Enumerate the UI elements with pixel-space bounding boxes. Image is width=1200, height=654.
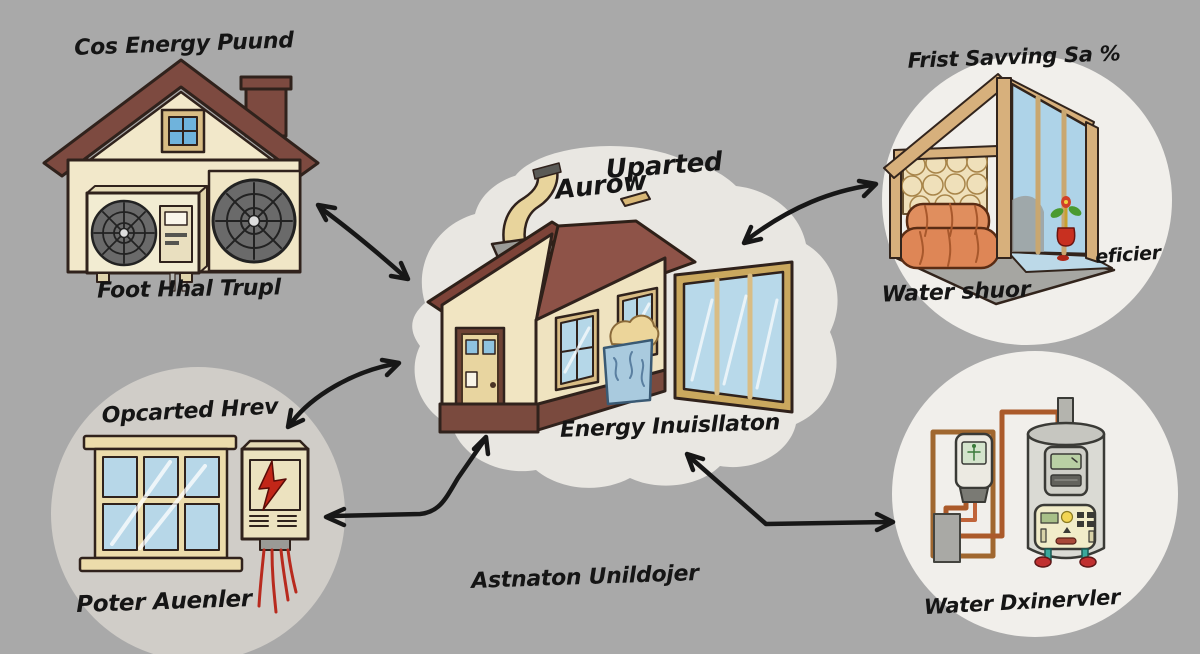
detached-window-panel	[673, 260, 794, 414]
house-with-insulation-bag-and-detached-window	[426, 162, 794, 434]
water-heater-tank	[1026, 397, 1106, 568]
window	[78, 434, 244, 573]
heat-pump-unit	[85, 185, 208, 292]
arrow-house-to-bottom-right-bent	[684, 451, 896, 533]
wall-fan-unit	[207, 169, 302, 273]
house-with-heat-pump-units	[42, 58, 320, 292]
tank-feet	[1034, 548, 1097, 568]
tankless-unit	[954, 432, 994, 503]
label-eficier: eficier	[1094, 241, 1162, 269]
roof-duct	[502, 162, 562, 254]
arrow-center-to-top-right	[741, 178, 879, 246]
arrow-bottom-left-curved	[285, 357, 402, 430]
gray-box	[933, 513, 961, 563]
panel-wires	[257, 548, 298, 614]
attic-insulation-cutaway	[883, 73, 1116, 306]
gable-window	[160, 108, 206, 154]
window-and-electrical-panel	[78, 434, 310, 614]
side-window-1	[554, 308, 600, 392]
insulation-rolls	[897, 202, 1001, 270]
pipe-frame	[930, 429, 996, 559]
tank-upper-panel	[1043, 445, 1089, 497]
lightning-bolt-icon	[258, 460, 287, 511]
water-heater-and-pipes	[930, 397, 1106, 568]
arrow-panel-to-house-bent	[323, 434, 491, 528]
arrow-top-left-to-center	[315, 202, 411, 282]
roof-shingle-piece	[620, 191, 651, 207]
tank-lower-panel	[1033, 503, 1097, 551]
insulation-bag	[602, 314, 660, 406]
potted-plant	[1050, 196, 1082, 261]
front-skirt	[438, 402, 540, 434]
electrical-panel	[240, 439, 310, 614]
chimney-cap	[239, 75, 293, 91]
label-top-left-caption: Foot Hhal Trupl	[96, 275, 282, 304]
label-water-shuor: Water shuor	[881, 277, 1031, 308]
arrows	[285, 178, 896, 533]
